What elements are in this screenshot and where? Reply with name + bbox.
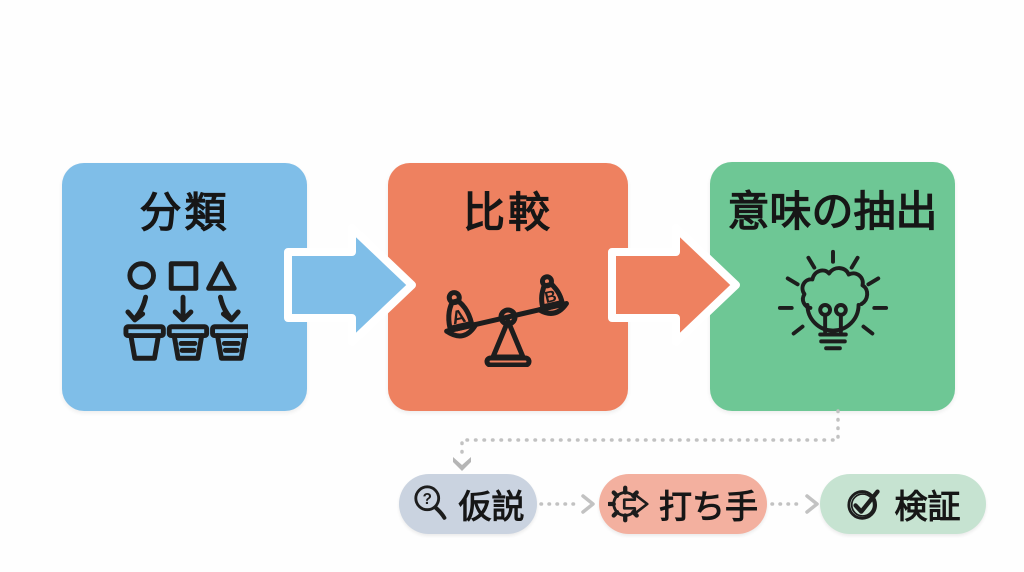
dotted-connector-extract-to-hypothesis	[453, 409, 840, 471]
dotted-connector-action-to-verify	[770, 494, 819, 514]
down-arrowhead-icon	[453, 457, 471, 471]
step-title-extract-meaning: 意味の抽出	[727, 188, 938, 235]
flow-arrow-classify-to-compare	[284, 224, 416, 346]
gear-arrow-icon	[608, 485, 649, 523]
substep-label-hypothesis: 仮説	[458, 488, 525, 525]
substep-label-action: 打ち手	[659, 488, 758, 525]
substep-pill-verify: 検証	[820, 474, 986, 534]
lightbulb-brain-icon	[777, 250, 888, 351]
right-arrowhead-icon	[581, 494, 595, 514]
substep-pill-action: 打ち手	[599, 474, 767, 534]
right-arrowhead-icon	[805, 494, 819, 514]
step-box-compare: 比較 A B	[388, 163, 628, 411]
magnifier-question-glyph: ?	[422, 491, 431, 508]
step-title-classify: 分類	[139, 189, 230, 236]
scale-weight-b-label: B	[543, 288, 558, 307]
magnifier-question-icon: ?	[413, 485, 446, 520]
balance-scale-icon: A B	[444, 274, 569, 368]
substep-label-verify: 検証	[894, 488, 961, 525]
scale-weight-a-label: A	[450, 306, 468, 330]
step-box-classify: 分類	[62, 163, 307, 411]
flow-arrow-compare-to-extract	[608, 224, 740, 346]
substep-pill-hypothesis: ? 仮説	[399, 474, 537, 534]
circle-check-icon	[846, 489, 880, 520]
step-box-extract-meaning: 意味の抽出	[710, 162, 955, 411]
step-title-compare: 比較	[462, 189, 553, 236]
classification-sort-icon	[122, 261, 248, 361]
dotted-connector-hypothesis-to-action	[539, 494, 595, 514]
